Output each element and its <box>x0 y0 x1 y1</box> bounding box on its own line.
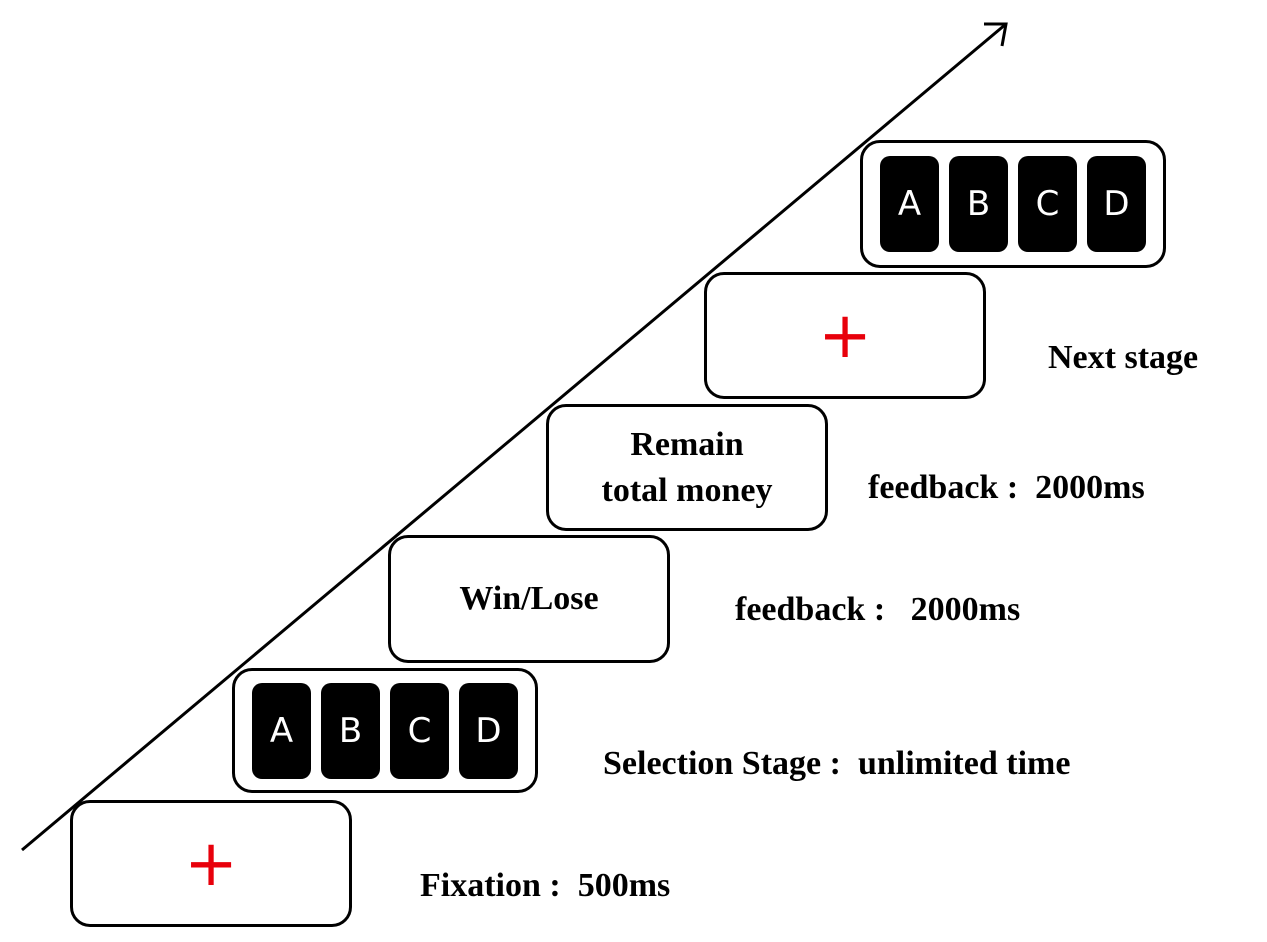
card-a: A <box>252 682 311 779</box>
remain-money-text: Remain total money <box>602 422 773 514</box>
time-arrow-head <box>984 22 1008 47</box>
next-card-b: B <box>949 156 1008 252</box>
next-selection-screen: A B C D <box>860 140 1166 268</box>
next-fixation-cross-icon: + <box>818 298 872 373</box>
fixation-cross-icon: + <box>184 826 238 901</box>
label-next-stage: Next stage <box>1048 339 1199 376</box>
card-b: B <box>321 682 380 779</box>
remain-money-line-1: Remain <box>630 425 744 463</box>
time-arrow-line <box>21 22 1007 852</box>
next-card-a: A <box>880 156 939 252</box>
next-card-deck-group: A B C D <box>880 156 1146 252</box>
card-c: C <box>390 682 449 779</box>
label-feedback-win-lose: feedback : 2000ms <box>735 591 1021 628</box>
remain-money-line-2: total money <box>601 471 773 509</box>
next-card-d: D <box>1087 156 1146 252</box>
selection-screen: A B C D <box>232 668 538 793</box>
label-feedback-money: feedback : 2000ms <box>868 469 1145 506</box>
label-selection: Selection Stage : unlimited time <box>603 745 1071 782</box>
remain-money-screen: Remain total money <box>546 404 828 531</box>
card-d: D <box>459 682 518 779</box>
next-card-c: C <box>1018 156 1077 252</box>
fixation-screen: + <box>70 800 352 927</box>
next-fixation-screen: + <box>704 272 986 399</box>
label-fixation: Fixation : 500ms <box>420 867 671 904</box>
win-lose-screen: Win/Lose <box>388 535 670 663</box>
card-deck-group: A B C D <box>252 682 518 779</box>
win-lose-text: Win/Lose <box>459 580 599 617</box>
